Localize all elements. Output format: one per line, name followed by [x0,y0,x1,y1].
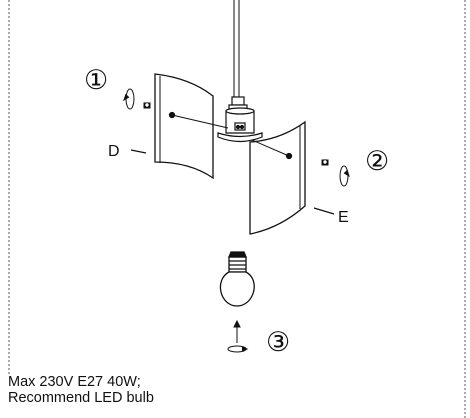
shade-d [154,73,214,180]
label-e: E [338,209,349,226]
screw-right [321,159,329,166]
rating-note-line-2: Recommend LED bulb [8,390,154,406]
rotate-arrow-right-icon [339,165,350,187]
shade-e [249,120,306,235]
screw-lines [171,114,290,157]
label-leaders [130,149,335,215]
screw-left [143,102,151,109]
step-2-marker: ② [365,146,389,176]
step-1-marker: ① [84,65,108,95]
bulb [219,251,255,307]
rating-note: Max 230V E27 40W; Recommend LED bulb [8,374,154,406]
step-3-marker: ③ [266,327,290,357]
socket-holder [217,96,263,143]
dashed-frame [8,0,466,418]
rotate-arrow-left-icon [123,88,135,110]
install-arrow-icon [227,319,249,353]
suspension-cord [233,0,240,98]
rating-note-line-1: Max 230V E27 40W; [8,374,141,390]
label-d: D [108,143,120,160]
